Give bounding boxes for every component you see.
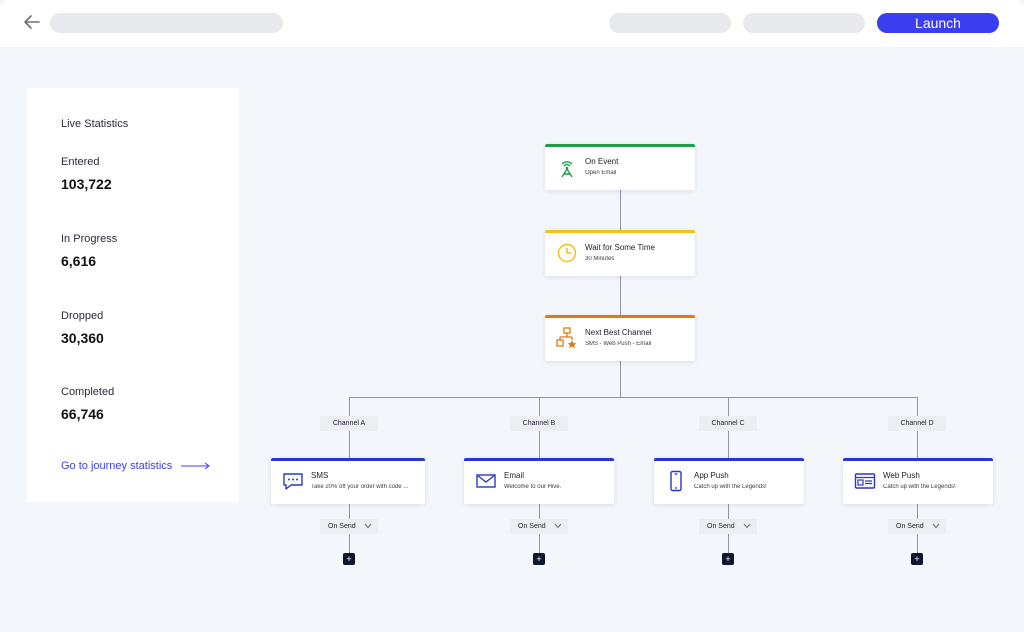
chevron-down-icon (932, 523, 940, 529)
channel-tag-b: Channel B (510, 416, 568, 431)
on-send-dropdown-d[interactable]: On Send (888, 519, 946, 534)
on-send-label: On Send (328, 523, 356, 530)
channel-tree-icon (556, 327, 577, 349)
chevron-down-icon (554, 523, 562, 529)
channel-tag-c: Channel C (699, 416, 757, 431)
step-accent-bar (545, 230, 695, 233)
step-title: On Event (585, 157, 619, 166)
channel-accent-bar (654, 458, 804, 461)
channel-subtitle: Welcome to our Hive. (504, 484, 562, 490)
browser-icon (854, 473, 876, 489)
step-accent-bar (545, 144, 695, 147)
journey-statistics-link-label: Go to journey statistics (61, 460, 173, 472)
stat-label: In Progress (61, 233, 118, 245)
on-send-label: On Send (707, 523, 735, 530)
connector-line (349, 397, 918, 398)
step-title: Next Best Channel (585, 328, 652, 337)
channel-subtitle: Catch up with the Legends! (694, 484, 767, 490)
on-send-label: On Send (896, 523, 924, 530)
step-wait[interactable]: Wait for Some Time 30 Minutes (545, 230, 695, 276)
step-subtitle: SMS - Web Push - Email (585, 341, 652, 347)
channel-accent-bar (271, 458, 425, 461)
channel-subtitle: Catch up with the Legends! (883, 484, 956, 490)
channel-accent-bar (843, 458, 993, 461)
on-send-dropdown-b[interactable]: On Send (510, 519, 568, 534)
channel-title: SMS (311, 471, 329, 480)
stat-value: 103,722 (61, 176, 112, 192)
stat-dropped: Dropped 30,360 (61, 310, 104, 346)
channel-title: Web Push (883, 471, 920, 480)
channel-tag-d: Channel D (888, 416, 946, 431)
step-title: Wait for Some Time (585, 243, 655, 252)
channel-node-web-push[interactable]: Web Push Catch up with the Legends! (843, 458, 993, 504)
channel-title: Email (504, 471, 525, 480)
chevron-down-icon (364, 523, 372, 529)
stat-value: 30,360 (61, 330, 104, 346)
journey-statistics-link[interactable]: Go to journey statistics (61, 460, 211, 472)
stat-value: 6,616 (61, 253, 97, 269)
channel-node-sms[interactable]: SMS Take 20% off your order with code ..… (271, 458, 425, 504)
antenna-icon (561, 161, 573, 178)
mobile-icon (670, 470, 682, 492)
chevron-down-icon (743, 523, 751, 529)
sms-icon (283, 473, 303, 490)
channel-title: App Push (694, 471, 729, 480)
connector-line (620, 276, 621, 315)
channel-subtitle: Take 20% off your order with code ... (311, 484, 409, 490)
back-arrow-icon[interactable] (22, 12, 42, 32)
on-send-label: On Send (518, 523, 546, 530)
on-send-dropdown-a[interactable]: On Send (320, 519, 378, 534)
top-bar: Launch (0, 0, 1024, 47)
step-subtitle: 30 Minutes (585, 256, 615, 262)
arrow-right-icon (181, 462, 211, 470)
stat-completed: Completed 66,746 (61, 386, 114, 422)
clock-icon (557, 243, 577, 263)
launch-button[interactable]: Launch (877, 13, 999, 33)
on-send-dropdown-c[interactable]: On Send (699, 519, 757, 534)
channel-node-app-push[interactable]: App Push Catch up with the Legends! (654, 458, 804, 504)
stat-value: 66,746 (61, 406, 104, 422)
connector-line (620, 361, 621, 397)
live-statistics-panel: Live Statistics Entered 103,722 In Progr… (27, 88, 239, 502)
email-icon (476, 474, 496, 488)
channel-tag-a: Channel A (320, 416, 378, 431)
step-next-best-channel[interactable]: Next Best Channel SMS - Web Push - Email (545, 315, 695, 361)
add-step-button-c[interactable]: + (722, 553, 734, 565)
stat-label: Entered (61, 156, 100, 168)
journey-title-placeholder (50, 13, 283, 33)
stat-entered: Entered 103,722 (61, 156, 112, 192)
toolbar-placeholder-button-1[interactable] (609, 13, 731, 33)
step-subtitle: Open Email (585, 170, 617, 176)
add-step-button-a[interactable]: + (343, 553, 355, 565)
stats-title: Live Statistics (61, 118, 129, 130)
toolbar-placeholder-button-2[interactable] (743, 13, 865, 33)
channel-accent-bar (464, 458, 614, 461)
stat-in-progress: In Progress 6,616 (61, 233, 117, 269)
stat-label: Completed (61, 386, 115, 398)
connector-line (620, 190, 621, 230)
stat-label: Dropped (61, 310, 104, 322)
add-step-button-d[interactable]: + (911, 553, 923, 565)
step-on-event[interactable]: On Event Open Email (545, 144, 695, 190)
add-step-button-b[interactable]: + (533, 553, 545, 565)
step-accent-bar (545, 315, 695, 318)
channel-node-email[interactable]: Email Welcome to our Hive. (464, 458, 614, 504)
